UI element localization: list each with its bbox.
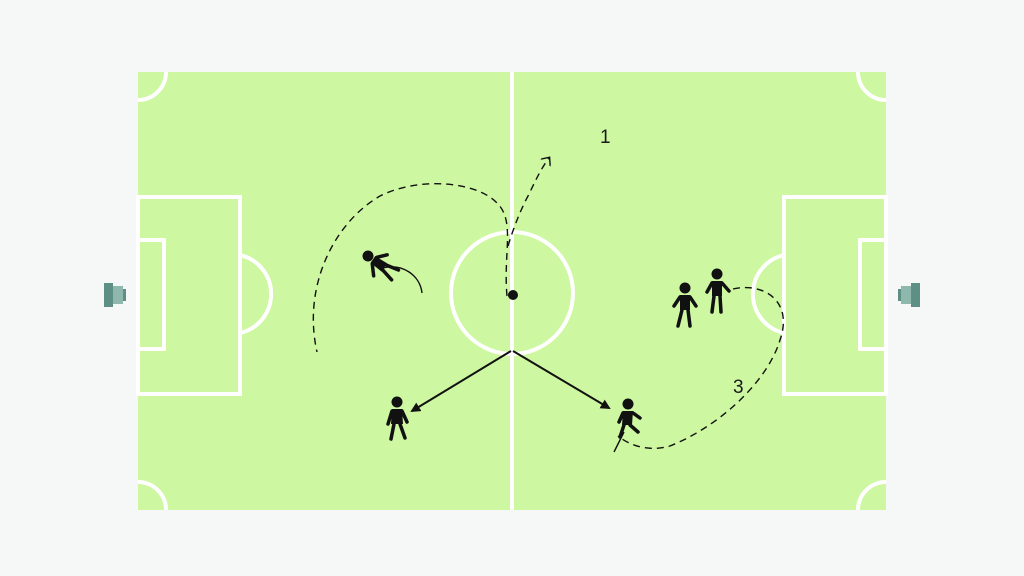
ball-icon xyxy=(508,290,518,300)
player-icon xyxy=(672,282,698,328)
player-icon xyxy=(386,396,409,441)
corner-arc-top-right xyxy=(856,71,887,102)
goal-left-icon xyxy=(104,283,126,307)
pass-arrow-left xyxy=(410,350,512,413)
play-label-1: 1 xyxy=(600,127,611,148)
pass-arrows xyxy=(410,350,611,413)
left-goal-area xyxy=(136,238,166,351)
goal-right-icon xyxy=(898,283,920,307)
right-goal-area xyxy=(858,238,888,351)
player-icon xyxy=(362,250,401,282)
run-path-long-left xyxy=(312,182,509,353)
run-path-up xyxy=(507,158,549,247)
corner-arc-top-left xyxy=(137,71,168,102)
pass-arrow-right xyxy=(512,350,611,410)
play-label-3: 3 xyxy=(733,377,744,398)
player-icon xyxy=(617,398,642,439)
left-penalty-arc xyxy=(239,253,274,335)
player-icon xyxy=(705,268,731,314)
corner-arc-bottom-left xyxy=(137,480,168,511)
run-path-right xyxy=(617,286,785,450)
right-penalty-arc xyxy=(750,253,785,335)
corner-arc-bottom-right xyxy=(856,480,887,511)
